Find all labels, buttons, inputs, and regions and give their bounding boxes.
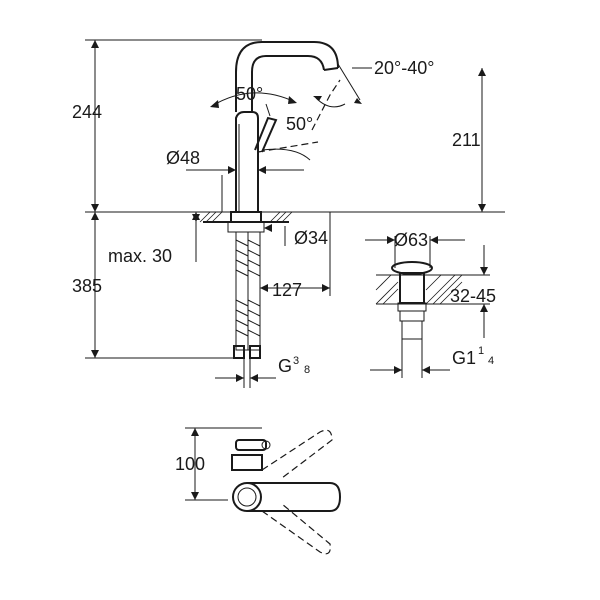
waste-countertop	[375, 274, 463, 305]
dim-connection-num: 3	[293, 355, 299, 367]
dim-base-diameter: Ø34	[294, 228, 328, 248]
dim-max-thickness: max. 30	[108, 246, 172, 266]
dim-lever-angle-left: 50°	[236, 84, 263, 104]
dim-connection: G	[278, 356, 292, 376]
faucet-spout	[235, 41, 339, 112]
dim-waste-thickness: 32-45	[450, 286, 496, 306]
dim-waste-diameter: Ø63	[394, 230, 428, 250]
faucet-body	[235, 111, 259, 212]
dim-connection-den: 8	[304, 364, 310, 376]
dim-waste-thread: G1	[452, 348, 476, 368]
dim-lever-angle-right: 50°	[286, 114, 313, 134]
dim-below-height: 385	[72, 276, 102, 296]
faucet-lever	[254, 116, 278, 153]
dim-top-depth: 100	[175, 454, 205, 474]
countertop-section	[199, 211, 293, 223]
faucet-side-view	[85, 39, 505, 388]
dim-spout-angle: 20°-40°	[374, 58, 434, 78]
dim-total-height: 244	[72, 102, 102, 122]
waste-fitting	[365, 236, 490, 378]
dim-body-diameter: Ø48	[166, 148, 200, 168]
dim-waste-thread-num: 1	[478, 345, 484, 357]
dim-spout-height: 211	[452, 130, 481, 150]
dim-reach: 127	[272, 280, 302, 300]
supply-hoses	[233, 231, 261, 388]
dim-waste-thread-den: 4	[488, 355, 494, 367]
faucet-top-view	[185, 427, 342, 555]
